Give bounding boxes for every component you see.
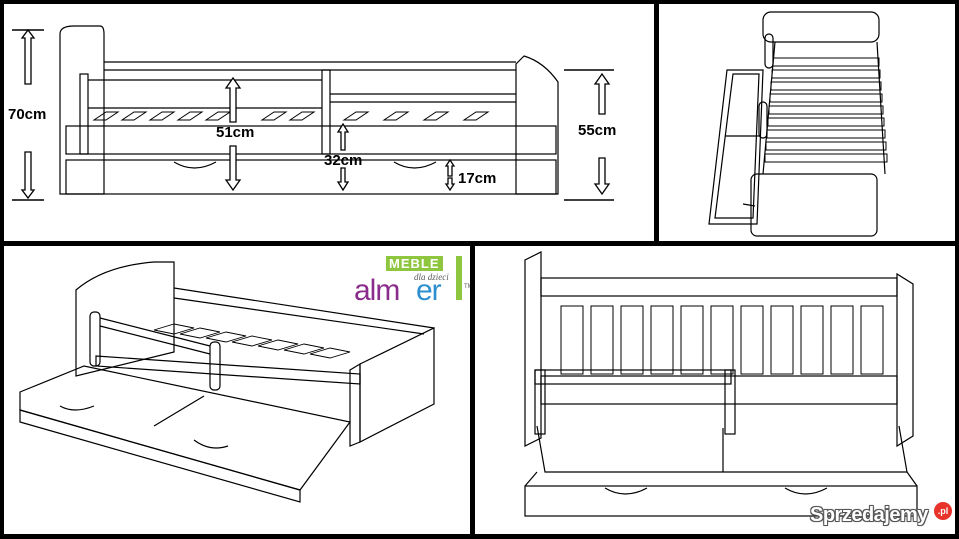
panel-perspective-view: MEBLE dla dzieci alm er TM [4, 246, 470, 534]
dimension-rail-height: 51cm [216, 124, 255, 141]
logo-name-part1: alm [354, 274, 400, 307]
sprzedajemy-tld-badge: .pl [934, 502, 952, 520]
panel-front-perspective-view [475, 246, 955, 534]
almer-logo: MEBLE dla dzieci alm er TM [352, 250, 470, 312]
panel-side-view: 70cm 51cm 32cm 17cm 55cm [4, 4, 654, 241]
dimension-footboard-height: 55cm [578, 122, 617, 139]
perspective-drawing [19, 261, 435, 503]
logo-green-bar [456, 256, 462, 300]
dimension-drawer-height: 17cm [458, 170, 497, 187]
logo-trademark: TM [464, 284, 470, 290]
front-perspective-drawing [524, 251, 918, 517]
sprzedajemy-watermark: Sprzedajemy [810, 504, 928, 526]
side-view-drawing [12, 25, 614, 201]
dimension-mattress-level: 32cm [324, 152, 363, 169]
top-view-drawing [708, 11, 888, 237]
dimension-bed-height: 70cm [8, 106, 47, 123]
panel-top-view [659, 4, 955, 241]
logo-meble-label: MEBLE [386, 256, 443, 271]
logo-subtitle: dla dzieci [414, 272, 449, 282]
logo-name-part2: er [416, 274, 442, 307]
